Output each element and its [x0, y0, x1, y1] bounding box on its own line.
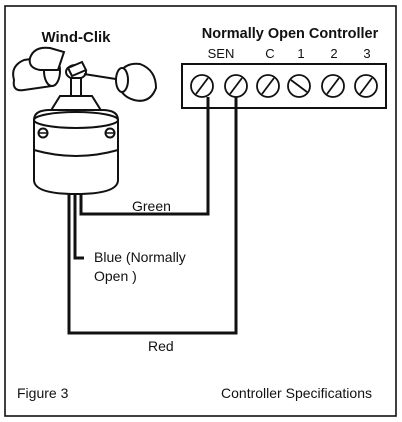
anemometer-hub-cap — [66, 60, 88, 78]
controller-title: Normally Open Controller — [202, 26, 379, 42]
terminal-label-sen: SEN — [208, 46, 235, 61]
terminal-label-1: 1 — [297, 46, 304, 61]
terminal-screw-3 — [354, 74, 378, 98]
blue-wire-label-line2: Open ) — [94, 268, 137, 284]
terminal-screw-c — [256, 74, 280, 98]
sensor-screw-left — [37, 127, 49, 139]
blue-wire-label-line1: Blue (Normally — [94, 249, 186, 265]
blue-wire — [73, 193, 84, 260]
terminal-screw-2 — [321, 74, 345, 98]
controller-terminal-block — [181, 63, 387, 109]
anemometer-cup-top — [28, 46, 66, 71]
terminal-screw-sen-2 — [224, 74, 248, 98]
anemometer-shaft — [70, 77, 82, 97]
green-wire-label: Green — [132, 198, 171, 214]
figure-number: Figure 3 — [17, 385, 69, 401]
terminal-screw-sen-1 — [190, 74, 214, 98]
sensor-screw-right — [104, 127, 116, 139]
red-wire — [67, 97, 238, 335]
terminal-screw-1 — [287, 74, 311, 98]
wind-clik-sensor — [12, 46, 158, 196]
red-wire-label: Red — [148, 338, 174, 354]
green-wire — [79, 97, 210, 216]
terminal-label-2: 2 — [330, 46, 337, 61]
sensor-body-band — [33, 149, 119, 157]
sensor-body-top — [33, 111, 119, 129]
sensor-title: Wind-Clik — [41, 29, 111, 46]
anemometer-cup-right — [115, 62, 158, 102]
terminal-label-3: 3 — [363, 46, 370, 61]
figure-frame — [4, 5, 397, 417]
terminal-label-c: C — [265, 46, 274, 61]
figure-caption: Controller Specifications — [221, 385, 372, 401]
